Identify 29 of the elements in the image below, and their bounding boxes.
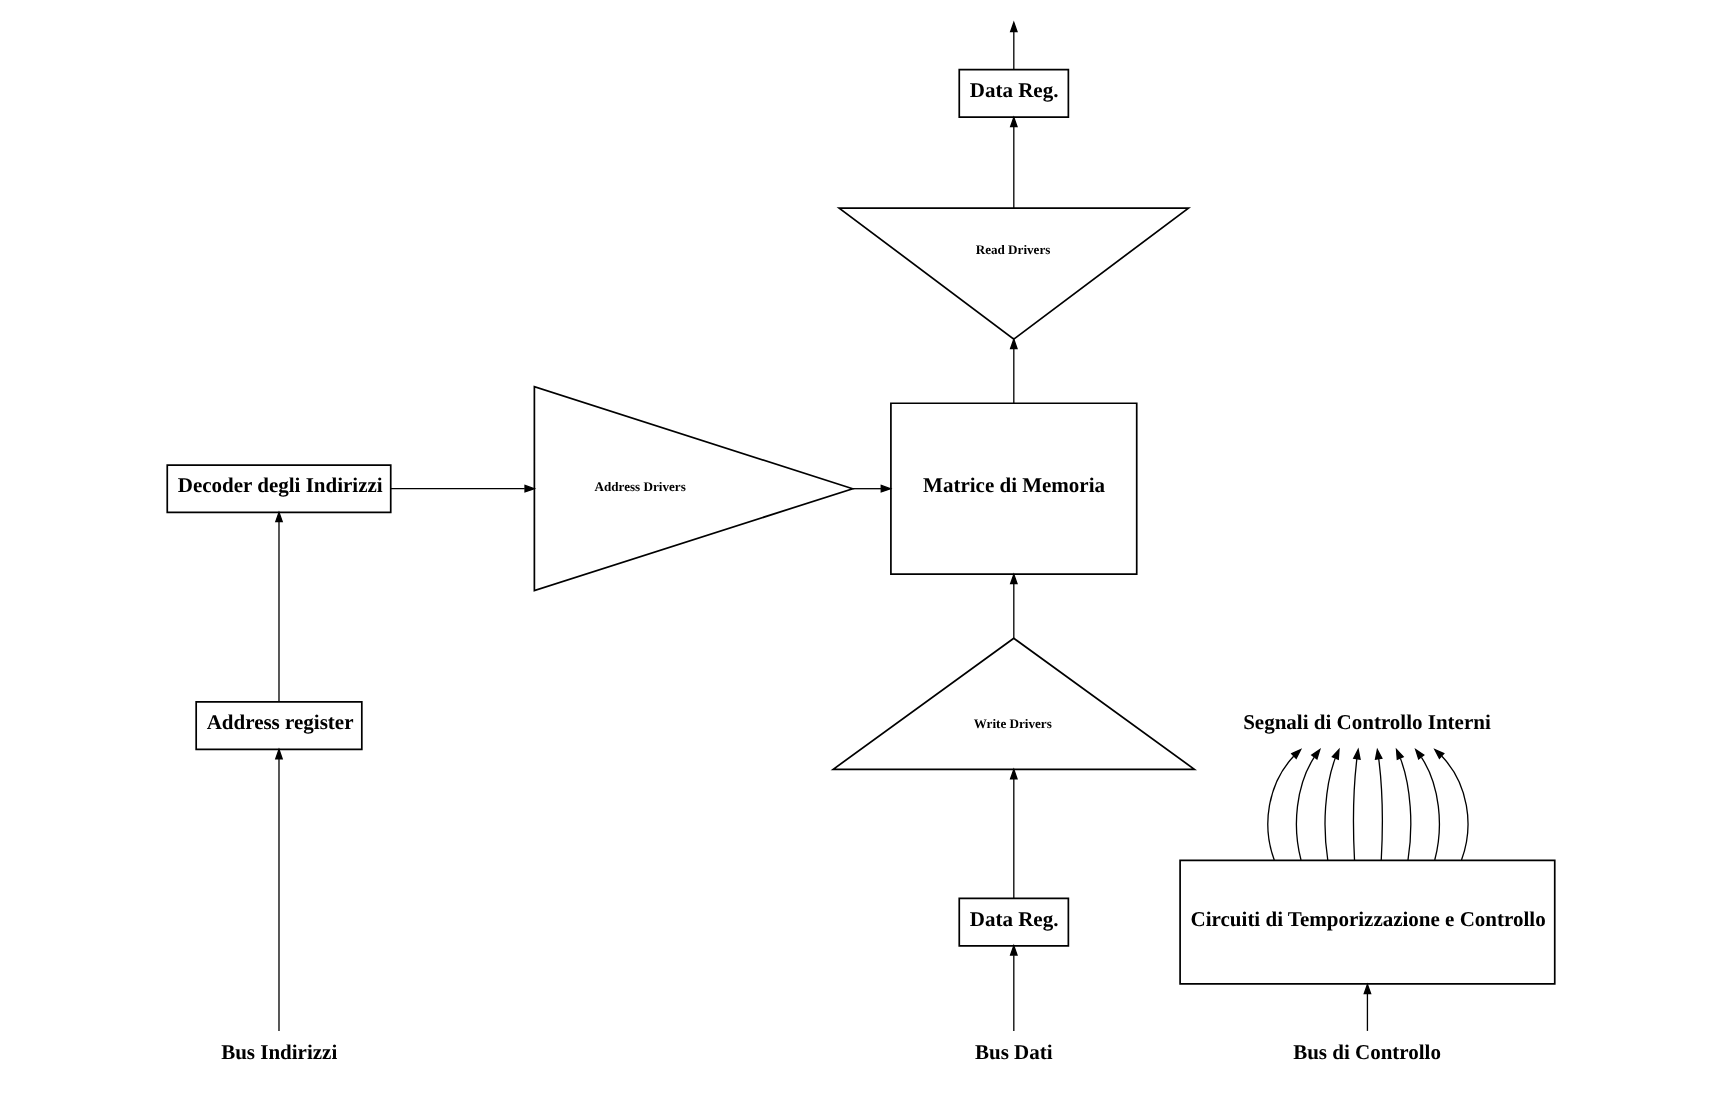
arrow	[273, 510, 283, 703]
arrow	[1323, 747, 1339, 861]
node-text: Bus Dati	[974, 1042, 1052, 1065]
node-box: Data Reg.	[957, 68, 1069, 118]
node-text: Bus Indirizzi	[220, 1042, 337, 1065]
node-text: Bus di Controllo	[1292, 1042, 1440, 1065]
arrow	[273, 747, 283, 1032]
node-box: Decoder degli Indirizzi	[165, 464, 391, 514]
arrow	[1394, 747, 1411, 861]
arrow	[1362, 982, 1371, 1032]
node-text: Segnali di Controllo Interni	[1242, 713, 1490, 736]
arrow	[851, 484, 892, 493]
arrow	[1008, 337, 1017, 404]
arrow	[1008, 572, 1017, 639]
arrow	[389, 484, 536, 493]
node-box: Circuiti di Temporizzazione e Controllo	[1178, 859, 1555, 985]
arrow	[1294, 748, 1320, 861]
node-box: Matrice di Memoria	[889, 402, 1137, 575]
arrow	[1373, 747, 1382, 861]
arrow	[1432, 748, 1468, 861]
arrow	[1008, 20, 1017, 71]
arrow	[1413, 748, 1440, 861]
arrow	[1351, 747, 1360, 861]
arrow	[1008, 767, 1017, 899]
arrow	[1008, 115, 1017, 209]
node-box: Data Reg.	[957, 897, 1069, 947]
node-box: Address register	[194, 701, 362, 751]
arrow	[1008, 943, 1017, 1032]
arrow	[1266, 748, 1302, 861]
